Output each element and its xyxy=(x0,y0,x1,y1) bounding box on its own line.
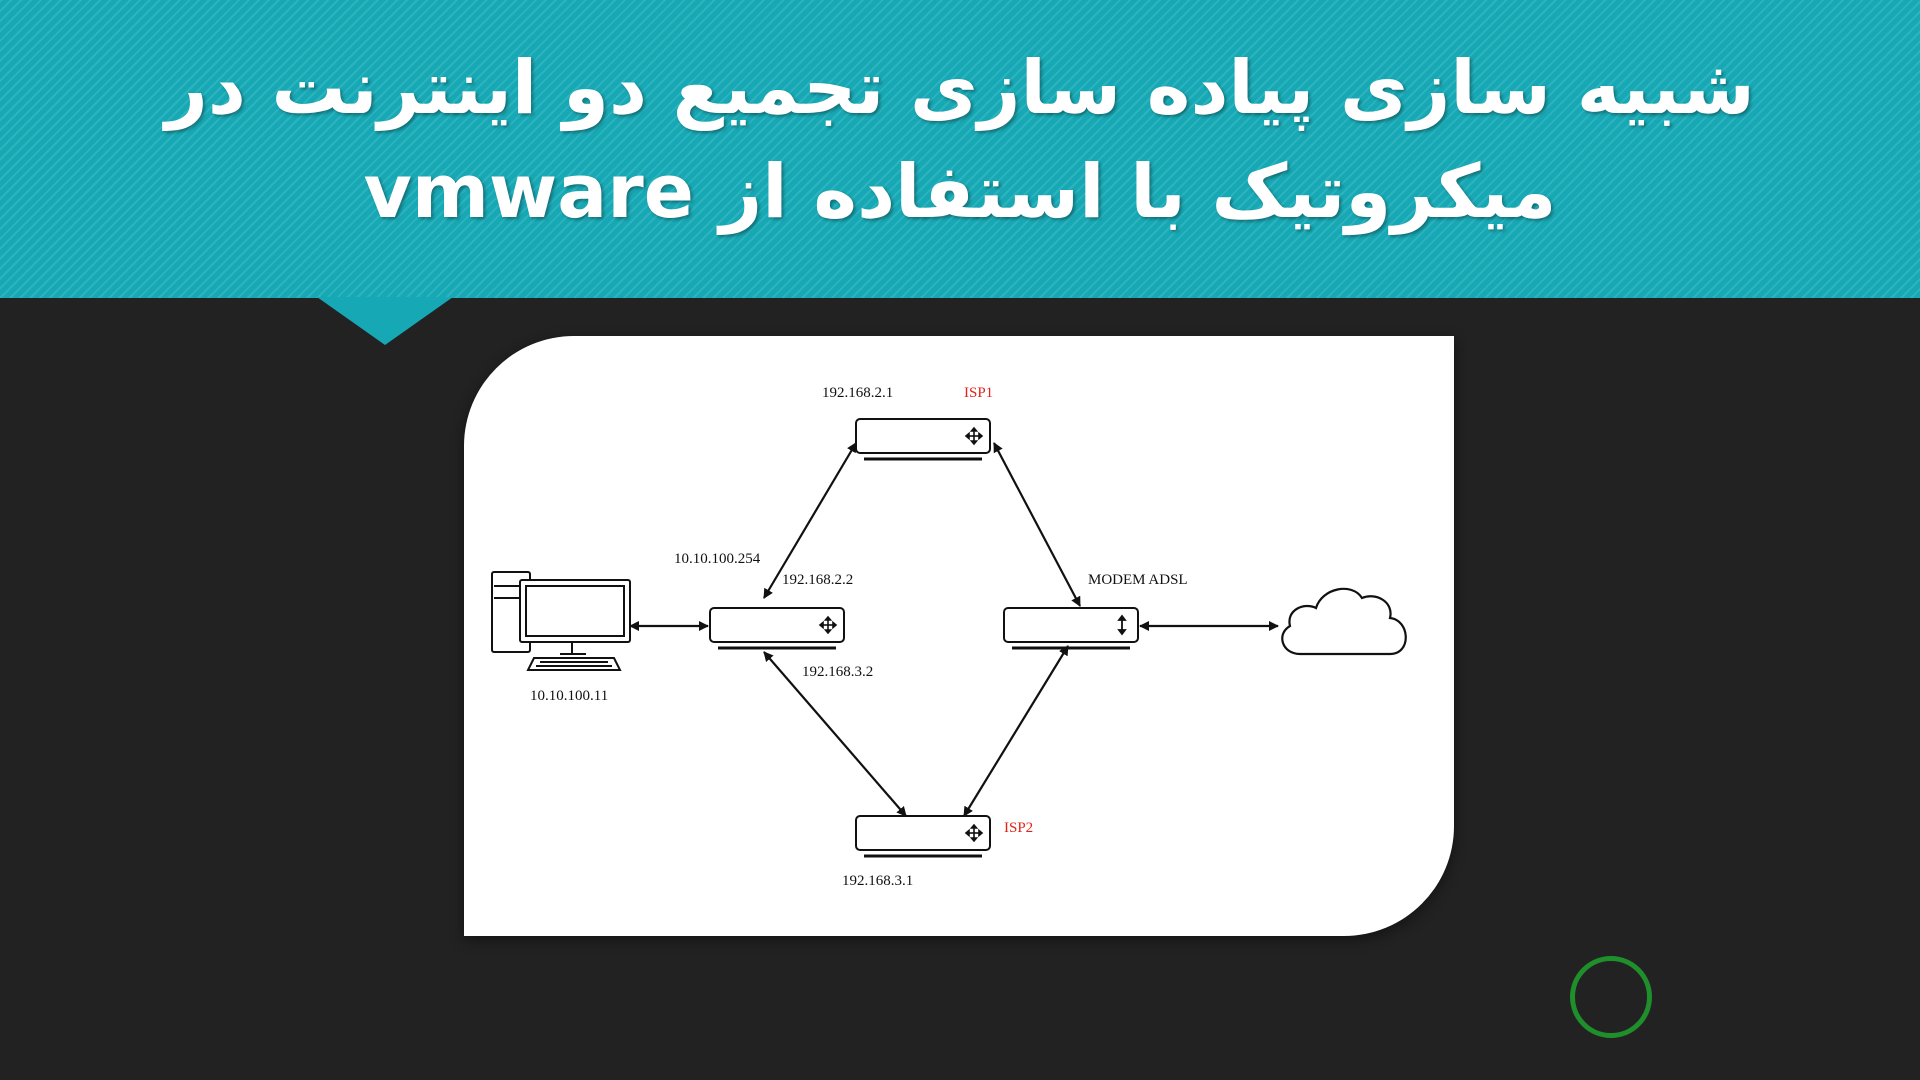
isp1-name-label: ISP1 xyxy=(964,385,993,401)
router-icon xyxy=(855,815,991,858)
mikrotik-isp1-ip-label: 192.168.2.2 xyxy=(782,572,853,588)
isp2-ip-label: 192.168.3.1 xyxy=(842,873,913,889)
router-icon xyxy=(855,418,991,461)
edge-isp2-modem xyxy=(963,645,1069,817)
network-diagram: 192.168.2.1 ISP1 10.10.100.254 192.168.2… xyxy=(491,385,1407,889)
desktop-computer-icon xyxy=(491,571,631,671)
modem-name-label: MODEM ADSL xyxy=(1088,572,1188,588)
modem-icon xyxy=(1003,607,1139,650)
router-icon xyxy=(709,607,845,650)
edge-mikrotik-isp2 xyxy=(763,651,907,817)
edge-isp1-modem xyxy=(993,442,1081,607)
isp2-name-label: ISP2 xyxy=(1004,820,1033,836)
edge-mikrotik-isp1 xyxy=(763,442,857,599)
diagram-edges xyxy=(629,442,1279,817)
slide-title: شبیه سازی پیاده سازی تجمیع دو اینترنت در… xyxy=(165,45,1755,235)
title-banner xyxy=(0,0,1920,298)
isp1-ip-label: 192.168.2.1 xyxy=(822,385,893,401)
cursor-highlight-ring xyxy=(1570,956,1652,1038)
banner-pointer xyxy=(317,297,453,345)
diagram-card: 192.168.2.1 ISP1 10.10.100.254 192.168.2… xyxy=(464,336,1454,936)
mikrotik-lan-ip-label: 10.10.100.254 xyxy=(674,551,761,567)
pc-ip-label: 10.10.100.11 xyxy=(530,688,608,704)
mikrotik-isp2-ip-label: 192.168.3.2 xyxy=(802,664,873,680)
cloud-icon xyxy=(1281,587,1407,656)
